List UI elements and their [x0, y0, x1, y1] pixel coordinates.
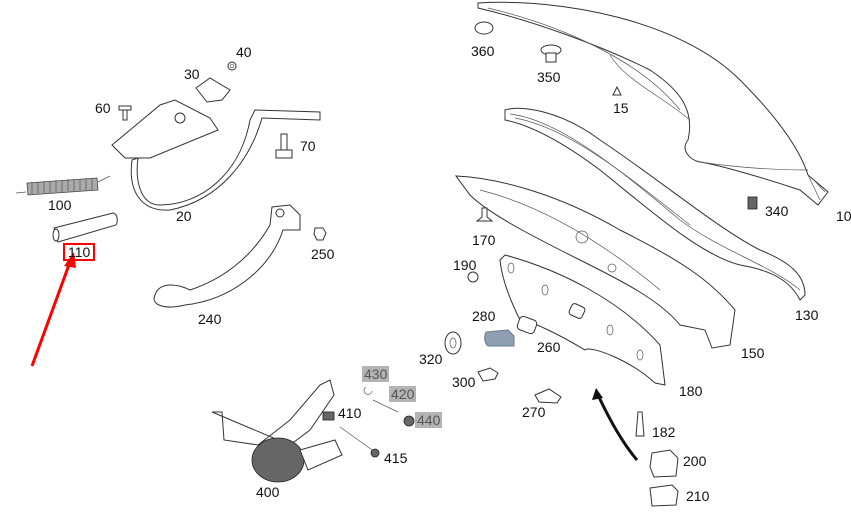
part-110-tube[interactable] [52, 212, 118, 243]
callout-350[interactable]: 350 [537, 69, 561, 85]
callout-340[interactable]: 340 [765, 203, 789, 219]
callout-430-greyed[interactable]: 430 [362, 366, 390, 382]
part-270-lamp[interactable] [534, 388, 562, 404]
part-180-trim-panel[interactable] [499, 254, 666, 386]
part-440-nut[interactable] [403, 415, 415, 427]
part-320-grommet[interactable] [444, 331, 462, 355]
callout-110-highlighted[interactable]: 110 [63, 243, 96, 261]
callout-440-greyed[interactable]: 440 [415, 412, 443, 428]
part-300-switch[interactable] [477, 367, 499, 382]
callout-182[interactable]: 182 [652, 424, 676, 440]
callout-280[interactable]: 280 [472, 308, 496, 324]
callout-40[interactable]: 40 [236, 44, 252, 60]
callout-400[interactable]: 400 [256, 484, 280, 500]
callout-130[interactable]: 130 [795, 307, 819, 323]
callout-360[interactable]: 360 [471, 43, 495, 59]
callout-15[interactable]: 15 [613, 100, 629, 116]
callout-270[interactable]: 270 [522, 404, 546, 420]
callout-415[interactable]: 415 [384, 450, 408, 466]
part-360-plug[interactable] [474, 21, 494, 35]
callout-300[interactable]: 300 [452, 374, 476, 390]
part-415-spring[interactable] [339, 426, 380, 458]
callout-70[interactable]: 70 [300, 138, 316, 154]
callout-210[interactable]: 210 [686, 488, 710, 504]
part-430-clip[interactable] [363, 386, 373, 395]
callout-10[interactable]: 10 [836, 208, 851, 224]
part-210-housing[interactable] [649, 484, 679, 507]
part-280-cap[interactable] [484, 329, 515, 347]
part-420-spring[interactable] [372, 399, 399, 413]
part-260-bezel[interactable] [516, 315, 538, 335]
part-20-hinge[interactable] [111, 99, 321, 211]
callout-320[interactable]: 320 [419, 351, 443, 367]
part-150-inner-panel[interactable] [454, 175, 736, 349]
part-182-clip[interactable] [635, 411, 645, 437]
part-400-drive-unit[interactable] [211, 379, 343, 483]
callout-420-greyed[interactable]: 420 [389, 386, 417, 402]
part-240-arm[interactable] [153, 204, 301, 308]
part-10-trunk-lid[interactable] [477, 1, 829, 206]
callout-240[interactable]: 240 [198, 311, 222, 327]
callout-150[interactable]: 150 [741, 345, 765, 361]
part-190-clip[interactable] [467, 271, 479, 283]
callout-170[interactable]: 170 [472, 232, 496, 248]
red-pointer-arrow-icon [30, 252, 76, 367]
callout-410[interactable]: 410 [338, 405, 362, 421]
part-170-clip[interactable] [475, 207, 494, 222]
part-100-spring[interactable] [15, 175, 111, 196]
callout-30[interactable]: 30 [184, 66, 200, 82]
assembly-direction-arrow-icon [592, 388, 639, 461]
part-340-clip[interactable] [747, 196, 758, 210]
part-130-seal[interactable] [504, 107, 806, 301]
callout-100[interactable]: 100 [48, 197, 72, 213]
callout-250[interactable]: 250 [311, 246, 335, 262]
part-40-nut[interactable] [227, 61, 237, 71]
part-30-bracket[interactable] [195, 77, 231, 103]
callout-200[interactable]: 200 [683, 453, 707, 469]
part-350-clip[interactable] [540, 44, 562, 63]
part-15-bumper[interactable] [612, 85, 622, 96]
callout-20[interactable]: 20 [176, 208, 192, 224]
callout-60[interactable]: 60 [95, 100, 111, 116]
callout-190[interactable]: 190 [453, 257, 477, 273]
part-410-bushing[interactable] [322, 411, 335, 421]
part-250-clip[interactable] [313, 227, 327, 241]
part-60-bolt[interactable] [118, 105, 132, 121]
callout-180[interactable]: 180 [679, 383, 703, 399]
part-70-bolt[interactable] [275, 133, 293, 159]
callout-260[interactable]: 260 [537, 339, 561, 355]
part-200-latch[interactable] [649, 449, 679, 478]
